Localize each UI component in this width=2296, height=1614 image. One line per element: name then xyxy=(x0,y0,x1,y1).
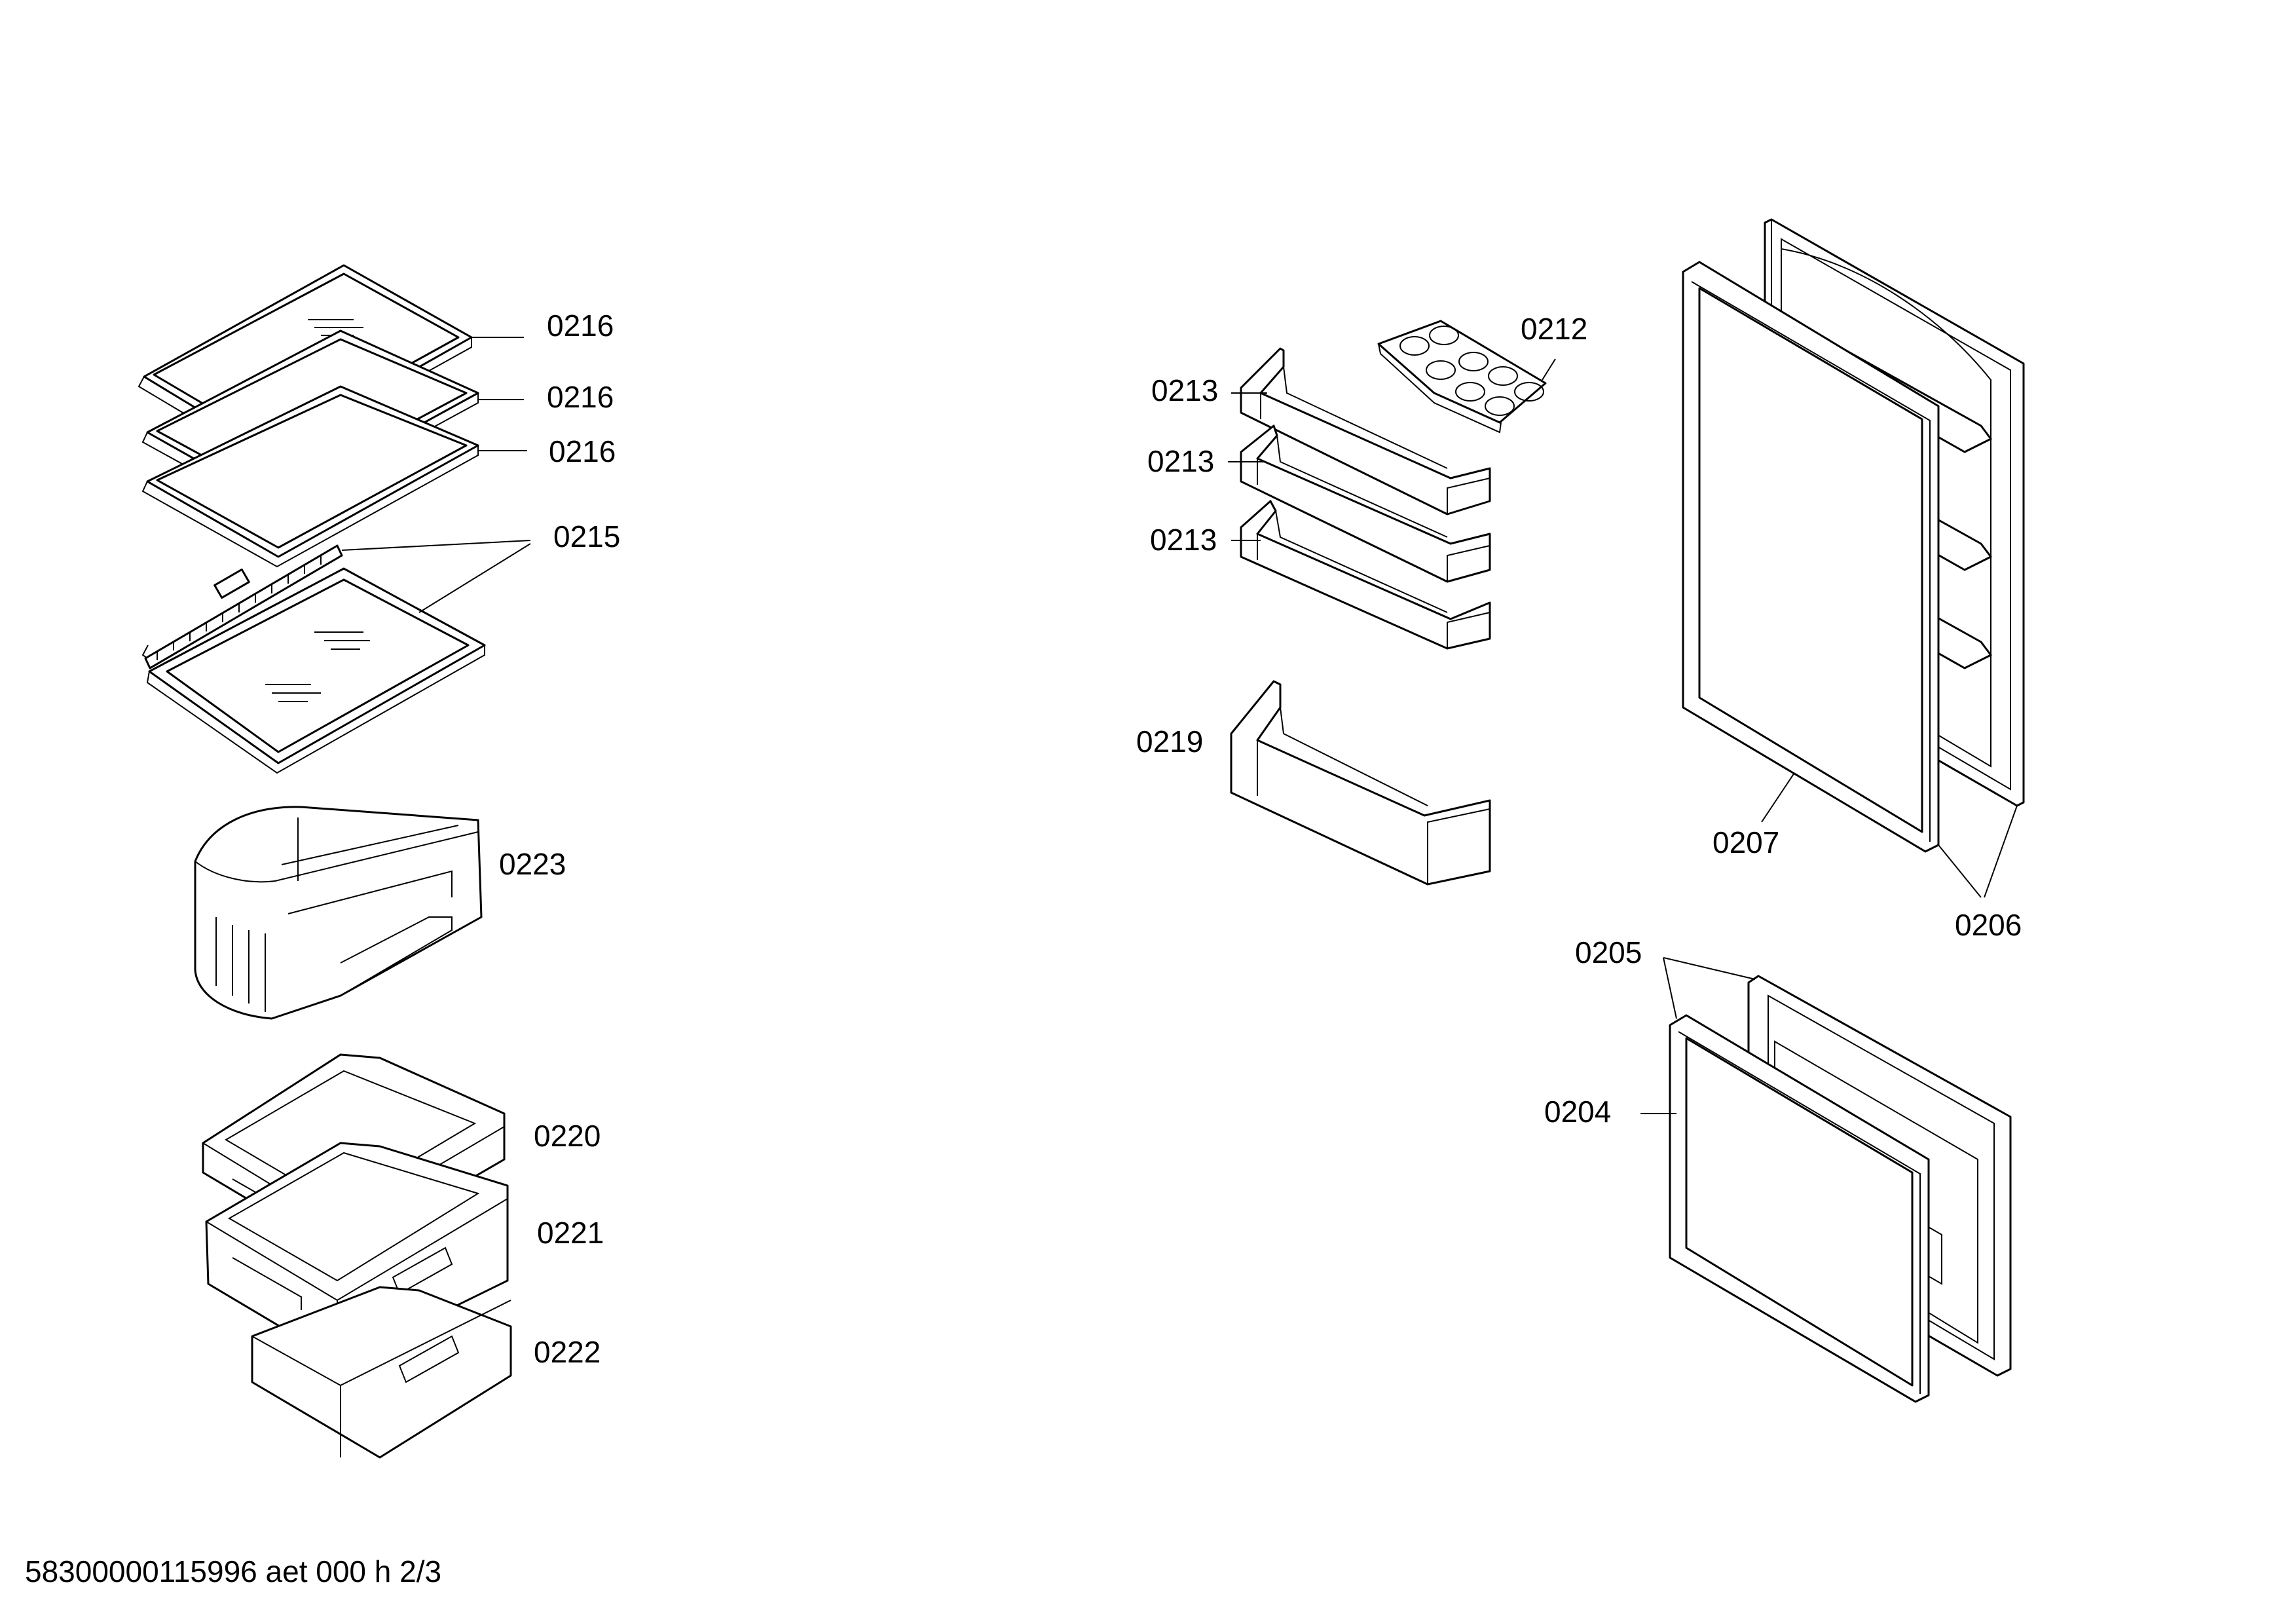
label-0206: 0206 xyxy=(1955,908,2022,942)
crisper-bin-0223 xyxy=(194,806,483,1020)
label-0220: 0220 xyxy=(534,1119,601,1153)
label-0223: 0223 xyxy=(499,847,566,881)
door-shelf-0213-top xyxy=(1240,347,1491,516)
label-0207: 0207 xyxy=(1713,825,1779,859)
glass-shelf-0216-lower xyxy=(141,385,479,568)
label-0222: 0222 xyxy=(534,1335,601,1369)
fridge-gasket-0207 xyxy=(1682,261,1940,853)
document-footer-code: 58300000115996 aet 000 h 2/3 xyxy=(25,1554,442,1588)
label-0221: 0221 xyxy=(537,1216,604,1250)
door-shelf-0213-lower xyxy=(1240,500,1491,650)
label-0216-c: 0216 xyxy=(549,434,616,468)
label-0215: 0215 xyxy=(553,519,620,554)
label-0213-a: 0213 xyxy=(1151,373,1218,407)
egg-tray-0212 xyxy=(1377,320,1547,434)
label-0205: 0205 xyxy=(1575,935,1642,969)
drawer-0222 xyxy=(251,1286,512,1459)
label-0213-b: 0213 xyxy=(1147,444,1214,478)
label-0216-b: 0216 xyxy=(547,380,614,414)
label-0212: 0212 xyxy=(1521,312,1587,346)
label-0219: 0219 xyxy=(1136,724,1203,759)
label-0216-a: 0216 xyxy=(547,309,614,343)
glass-shelf-0215-with-rail xyxy=(141,544,486,774)
label-0204: 0204 xyxy=(1544,1095,1611,1129)
label-0213-c: 0213 xyxy=(1150,523,1217,557)
door-shelf-0213-middle xyxy=(1240,424,1491,583)
leader-lines xyxy=(341,337,2018,1114)
freezer-gasket-0204 xyxy=(1669,1014,1930,1403)
bottle-shelf-0219 xyxy=(1230,680,1491,886)
